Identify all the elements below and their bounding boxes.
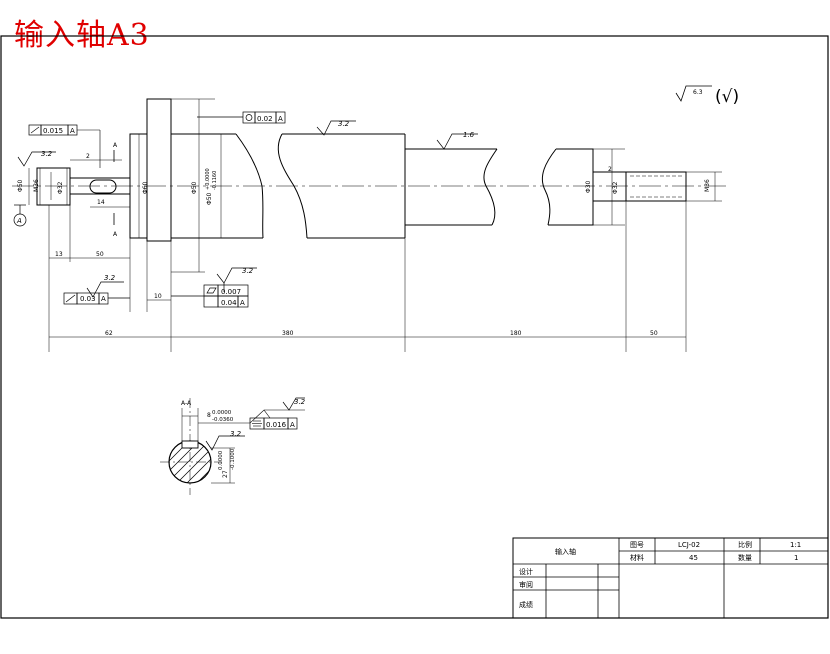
dim-fit-label: Φ50: [206, 192, 213, 205]
horizontal-dimension-lines: [49, 159, 686, 338]
roughness-value-3: 1.6: [463, 131, 475, 139]
section-depth-upper: 0.0000: [218, 450, 224, 470]
section-width-lower: -0.0360: [212, 417, 234, 423]
dim-fit-lower: -0.1160: [212, 171, 218, 190]
perp-value: 0.04: [221, 299, 237, 307]
section-view: [160, 397, 305, 495]
roughness-mark-4: [216, 267, 257, 292]
dim-10: 10: [154, 293, 162, 300]
section-depth-prefix: 27: [222, 470, 229, 478]
dim-2a: 2: [86, 153, 90, 160]
runout1-ref: A: [70, 127, 75, 135]
roughness-mark-2: [316, 120, 356, 136]
dim-13: 13: [55, 251, 63, 258]
dim-phi30: Φ30: [585, 180, 592, 193]
roughness-value-1: 3.2: [41, 150, 53, 158]
section-width-prefix: 8: [207, 412, 211, 419]
shaft-outline: [36, 98, 687, 242]
svg-text:(√): (√): [715, 87, 739, 107]
dim-50b: 50: [650, 330, 658, 337]
cylindricity-frame: [197, 111, 286, 124]
roughness-mark-1: [17, 151, 56, 167]
dim-fit-upper: +0.0000: [205, 168, 211, 190]
runout1-value: 0.015: [43, 127, 63, 135]
title-block: [512, 537, 829, 619]
vertical-dimension-lines: [28, 99, 716, 272]
dim-m36-left: M36: [33, 179, 40, 192]
cyl-ref: A: [278, 115, 283, 123]
runout-frame-1: [28, 124, 101, 168]
dim-phi50-mid: Φ50: [191, 181, 198, 194]
flatness-frame: [171, 284, 249, 308]
grade-label: 成绩: [519, 600, 533, 609]
quantity-label: 数量: [738, 553, 752, 562]
material-value: 45: [689, 554, 698, 562]
perp-ref: A: [240, 299, 245, 307]
section-mark-top: A: [113, 142, 118, 149]
section-depth-lower: -0.1000: [230, 448, 236, 470]
dim-2b: 2: [608, 166, 612, 173]
part-name: 输入轴: [555, 547, 576, 556]
section-sym-value: 0.016: [266, 421, 287, 429]
cyl-value: 0.02: [257, 115, 273, 123]
drawing-no-label: 图号: [630, 541, 644, 549]
section-roughness-1: 3.2: [230, 430, 242, 438]
runout-frame-2: [63, 281, 130, 305]
dim-phi60: Φ60: [142, 181, 149, 194]
roughness-mark-3: [436, 133, 478, 150]
drawing-border: [0, 35, 829, 619]
dim-50a: 50: [96, 251, 104, 258]
quantity-value: 1: [794, 554, 798, 562]
dim-180: 180: [510, 330, 522, 337]
scale-value: 1:1: [790, 541, 801, 549]
datum-a: [13, 204, 27, 227]
dim-62: 62: [105, 330, 113, 337]
section-mark-bottom: A: [113, 231, 118, 238]
roughness-value-5: 3.2: [104, 274, 116, 282]
dim-14: 14: [97, 199, 105, 206]
dim-380: 380: [282, 330, 294, 337]
material-label: 材料: [630, 553, 644, 562]
dim-phi50-left: Φ50: [17, 179, 24, 192]
dim-m36-right: M36: [704, 179, 711, 192]
checker-label: 审阅: [519, 580, 533, 589]
datum-a-label: A: [16, 217, 22, 225]
section-sym-ref: A: [290, 421, 295, 429]
svg-text:6.3: 6.3: [693, 89, 703, 96]
extension-lines: [48, 98, 722, 352]
general-roughness-symbol: 6.3 (√): [675, 85, 739, 107]
drawing-no: LCJ-02: [678, 541, 700, 549]
section-width-upper: 0.0000: [212, 410, 232, 416]
roughness-value-4: 3.2: [242, 267, 254, 275]
scale-label: 比例: [738, 540, 752, 549]
designer-label: 设计: [519, 567, 533, 576]
runout2-value: 0.03: [80, 295, 96, 303]
section-label: A-A: [181, 400, 192, 407]
flat-value: 0.007: [221, 288, 241, 296]
dim-phi32-left: Φ32: [57, 181, 64, 194]
dim-phi32-right: Φ32: [612, 181, 619, 194]
runout2-ref: A: [101, 295, 106, 303]
section-roughness-2: 3.2: [294, 398, 306, 406]
roughness-value-2: 3.2: [338, 120, 350, 128]
